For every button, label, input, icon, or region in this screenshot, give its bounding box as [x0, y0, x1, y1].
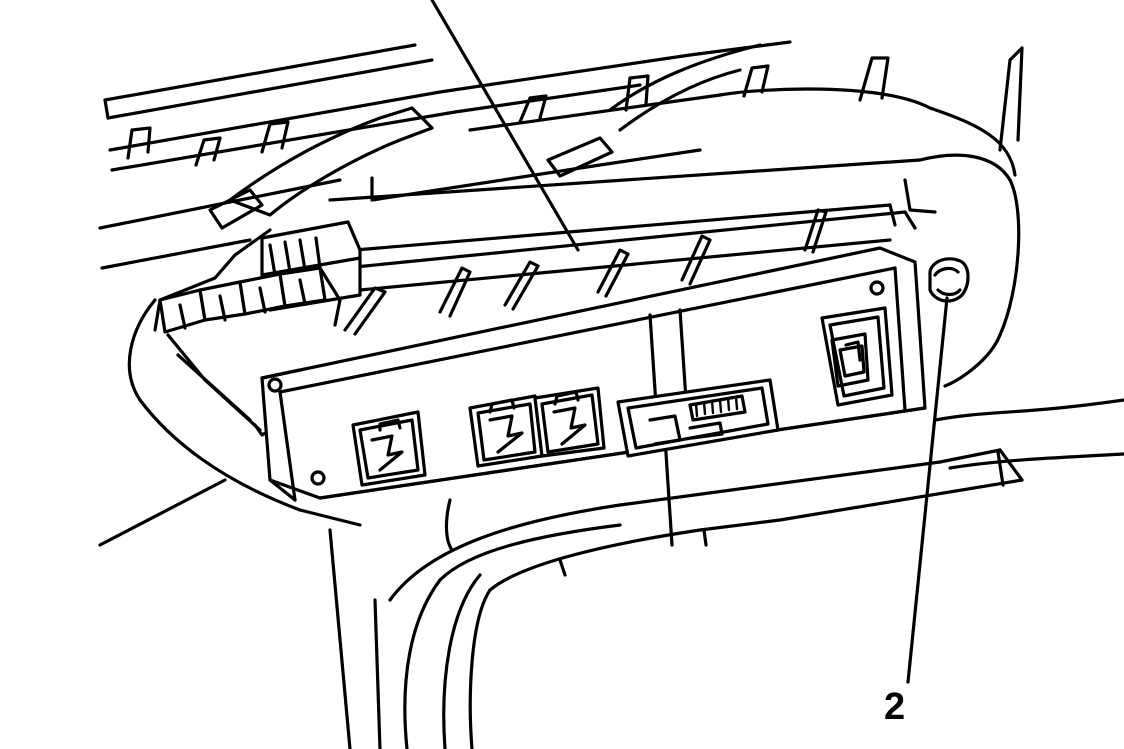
leader-line-1 — [430, 0, 580, 252]
fastener-nut — [928, 257, 970, 303]
tray-pins — [343, 208, 828, 336]
connector-5-right — [820, 306, 894, 407]
connector-3 — [533, 386, 606, 458]
module-screw-hole — [869, 280, 885, 296]
wiring-harness — [208, 106, 702, 230]
connector-1 — [351, 410, 427, 487]
console-housing — [98, 153, 1021, 547]
leader-line-2 — [906, 296, 949, 684]
electronic-module — [260, 246, 927, 552]
module-screw-hole — [310, 470, 326, 486]
connector-2 — [468, 394, 544, 468]
connector-4-large — [616, 378, 780, 458]
module-screw-hole — [267, 377, 283, 393]
callout-label-2: 2 — [884, 686, 906, 728]
relay-block — [158, 220, 362, 334]
leader-lines — [430, 0, 949, 684]
lower-panel — [328, 398, 1124, 749]
retainer-clips — [126, 46, 1024, 167]
